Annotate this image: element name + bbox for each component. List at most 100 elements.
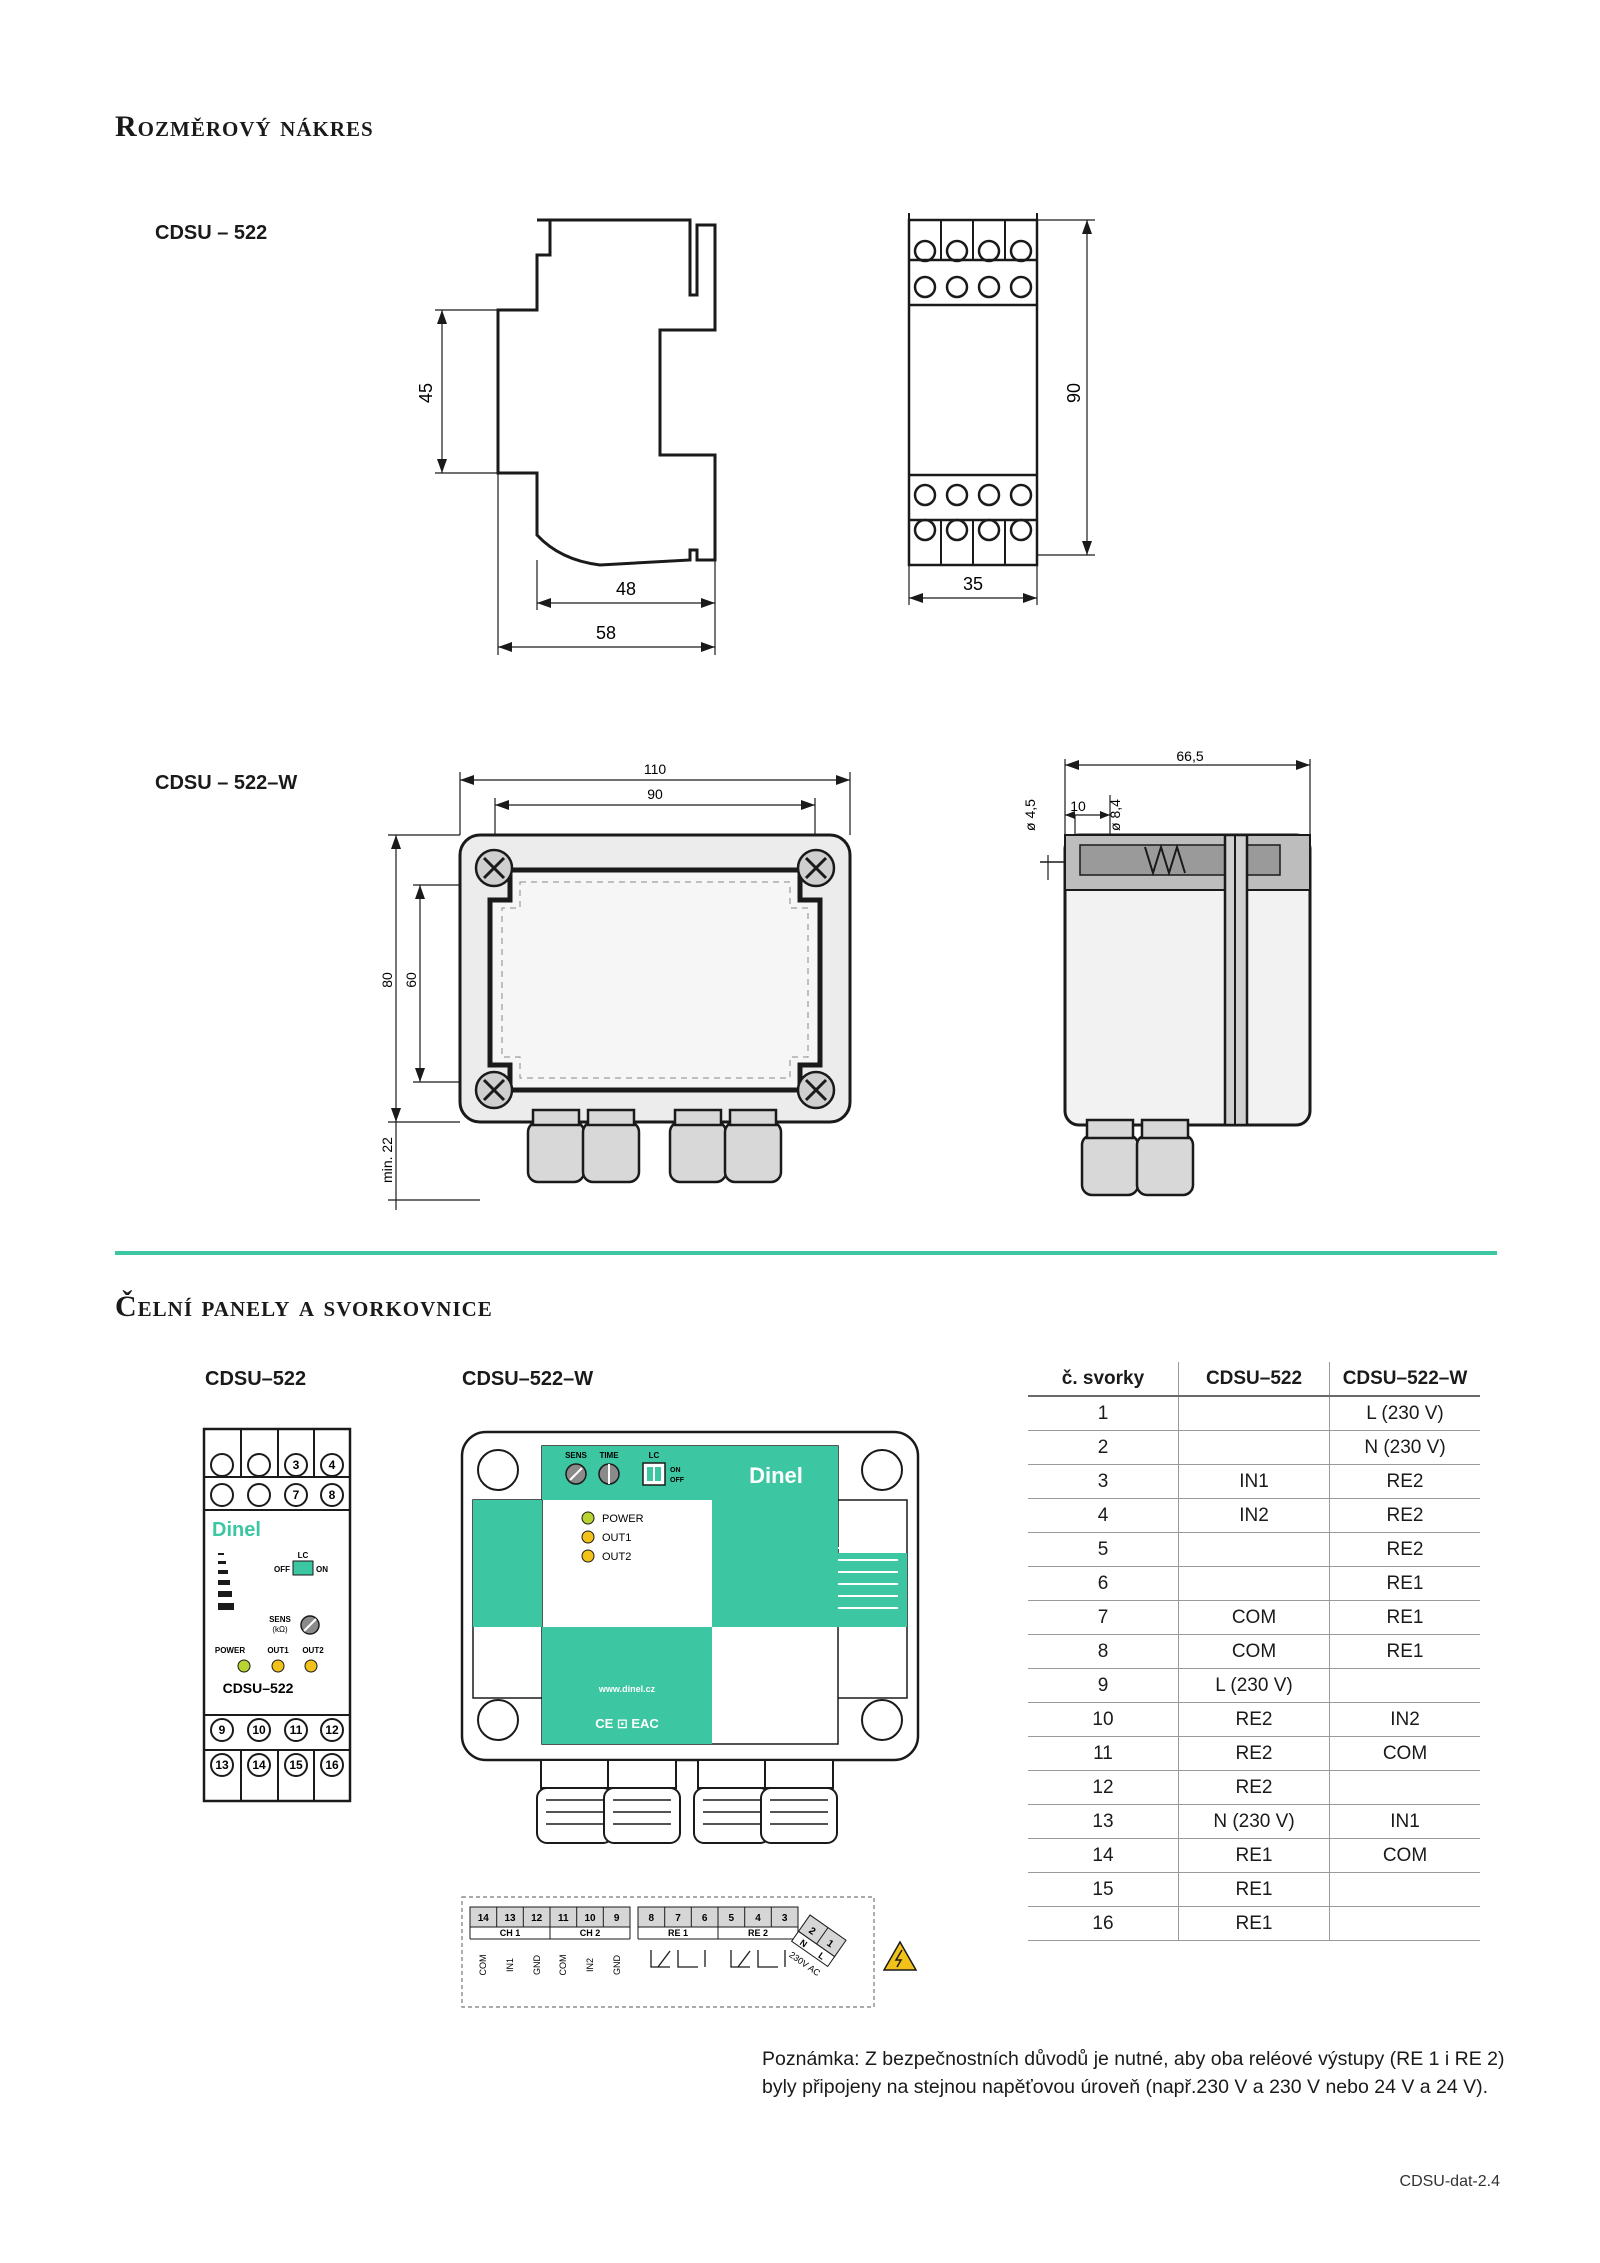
- label-cdsu-522: CDSU – 522: [155, 222, 268, 244]
- table-cell: RE1: [1178, 1906, 1330, 1941]
- table-cell: 11: [1028, 1736, 1179, 1771]
- table-cell: 14: [1028, 1838, 1179, 1873]
- din-term-12: 12: [325, 1723, 339, 1737]
- table-cell: IN2: [1329, 1702, 1480, 1737]
- din-term-9: 9: [219, 1723, 226, 1737]
- box-led-power: [581, 1511, 595, 1525]
- din-term-16: 16: [325, 1758, 339, 1772]
- din-term-7: 7: [293, 1488, 300, 1502]
- tb-group-re1: RE 1: [668, 1928, 688, 1938]
- document-code: CDSU-dat-2.4: [1399, 2173, 1500, 2190]
- table-cell: RE1: [1329, 1566, 1480, 1601]
- dim-110: 110: [644, 761, 667, 777]
- tb-num-3: 3: [782, 1913, 788, 1924]
- table-cell: 3: [1028, 1464, 1179, 1499]
- table-header-row: č. svorky CDSU–522 CDSU–522–W: [1028, 1362, 1480, 1397]
- dim-45: 45: [416, 383, 436, 403]
- din-term-3: 3: [293, 1458, 300, 1472]
- table-row: 2 N (230 V): [1028, 1430, 1480, 1465]
- box-side-drawing: 66,5 10 ø 4,5 ø 8,4: [1022, 748, 1312, 1197]
- din-off-label: OFF: [274, 1565, 290, 1574]
- table-cell: IN2: [1178, 1498, 1330, 1533]
- tb-num-6: 6: [702, 1913, 708, 1924]
- table-header-cdsu-522: CDSU–522: [1178, 1362, 1330, 1397]
- label-cdsu-522-w: CDSU – 522–W: [155, 772, 298, 794]
- box-cert-marks: CE ⊡ EAC: [595, 1716, 659, 1731]
- tb-group-ch2: CH 2: [580, 1928, 601, 1938]
- tb-num-14: 14: [478, 1913, 490, 1924]
- table-cell: IN1: [1178, 1464, 1330, 1499]
- din-led-out2-label: OUT2: [302, 1646, 324, 1655]
- tb-power-terminal: 2 1 N L 230V AC: [787, 1914, 847, 1978]
- dim-66-5: 66,5: [1176, 748, 1203, 764]
- tb-sig-gnd1: GND: [532, 1955, 542, 1976]
- din-led-out1-label: OUT1: [267, 1646, 289, 1655]
- box-lc-switch[interactable]: [642, 1462, 666, 1486]
- box-on-label: ON: [670, 1467, 681, 1474]
- table-cell: [1329, 1770, 1480, 1805]
- din-sens-label: SENS: [269, 1615, 291, 1624]
- din-on-label: ON: [316, 1565, 328, 1574]
- table-cell: 4: [1028, 1498, 1179, 1533]
- box-time-label: TIME: [599, 1451, 619, 1460]
- table-cell: N (230 V): [1329, 1430, 1480, 1465]
- dim-dia-4-5: ø 4,5: [1022, 799, 1038, 831]
- dim-90: 90: [1064, 383, 1084, 403]
- safety-note: Poznámka: Z bezpečnostních důvodů je nut…: [762, 2048, 1505, 2098]
- box-off-label: OFF: [670, 1477, 685, 1484]
- din-term-10: 10: [252, 1723, 266, 1737]
- box-brand-logo: Dinel: [749, 1463, 803, 1488]
- din-term-8: 8: [329, 1488, 336, 1502]
- din-lc-switch[interactable]: [292, 1560, 314, 1576]
- table-cell: 10: [1028, 1702, 1179, 1737]
- table-cell: RE1: [1329, 1634, 1480, 1669]
- tb-power-term-1: 1: [824, 1938, 835, 1950]
- warning-icon: [882, 1940, 918, 1971]
- table-cell: 2: [1028, 1430, 1179, 1465]
- tb-num-4: 4: [755, 1913, 761, 1924]
- box-led-out2-label: OUT2: [602, 1551, 631, 1563]
- section-divider: [115, 1251, 1497, 1255]
- table-cell: RE1: [1178, 1872, 1330, 1907]
- tb-num-12: 12: [531, 1913, 543, 1924]
- tb-num-13: 13: [504, 1913, 516, 1924]
- din-brand-logo: Dinel: [212, 1519, 261, 1541]
- dim-80: 80: [379, 972, 395, 988]
- table-cell: [1178, 1430, 1330, 1465]
- table-cell: 9: [1028, 1668, 1179, 1703]
- din-term-11: 11: [290, 1723, 303, 1737]
- table-cell: RE1: [1178, 1838, 1330, 1873]
- table-cell: COM: [1329, 1736, 1480, 1771]
- tb-relay-symbols: [650, 1950, 786, 1968]
- table-cell: RE2: [1329, 1532, 1480, 1567]
- din-model-label: CDSU–522: [223, 1680, 294, 1696]
- terminal-block-diagram: 14 13 12 11 10 9 8 7 6 5 4 3 CH 1 CH 2 R…: [461, 1896, 918, 2008]
- table-cell: 12: [1028, 1770, 1179, 1805]
- tb-num-10: 10: [584, 1913, 596, 1924]
- tb-num-5: 5: [729, 1913, 735, 1924]
- tb-sig-gnd2: GND: [612, 1955, 622, 1976]
- box-led-out2: [581, 1549, 595, 1563]
- din-led-power-label: POWER: [215, 1646, 245, 1655]
- din-led-out2: [304, 1659, 318, 1673]
- din-lc-label: LC: [298, 1551, 309, 1560]
- tb-num-11: 11: [558, 1913, 569, 1924]
- tb-power-l: L: [816, 1950, 827, 1962]
- table-cell: [1178, 1532, 1330, 1567]
- table-cell: 13: [1028, 1804, 1179, 1839]
- tb-power-term-2: 2: [806, 1925, 817, 1937]
- table-cell: RE2: [1178, 1736, 1330, 1771]
- table-cell: RE2: [1178, 1770, 1330, 1805]
- box-sens-label: SENS: [565, 1451, 587, 1460]
